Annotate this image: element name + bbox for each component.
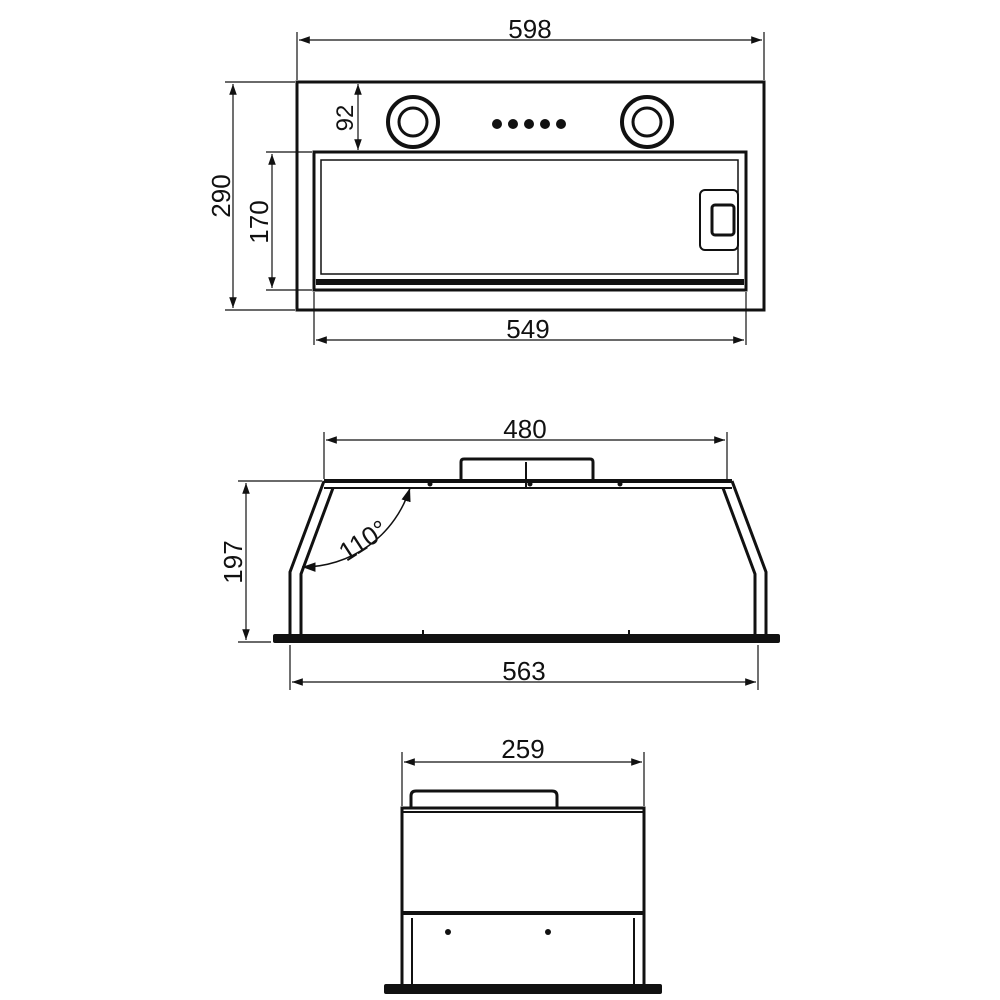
left-side-panel bbox=[288, 480, 335, 637]
dimension-label-598: 598 bbox=[508, 14, 551, 44]
end-body-outline bbox=[400, 806, 646, 990]
dimension-label-563: 563 bbox=[502, 656, 545, 686]
dimension-label-549: 549 bbox=[506, 314, 549, 344]
dimension-label-290: 290 bbox=[206, 174, 236, 217]
dimension-depth: 259 bbox=[401, 734, 645, 806]
dimension-bottom-width: 563 bbox=[289, 645, 759, 690]
dimension-top-width: 480 bbox=[323, 414, 728, 479]
end-duct-outlet bbox=[409, 789, 559, 808]
control-button bbox=[508, 119, 518, 129]
dimension-top-offset: 92 bbox=[332, 84, 362, 150]
right-side-panel bbox=[721, 480, 768, 637]
end-view: 259 bbox=[384, 734, 662, 994]
side-view: 480 197 110° 563 bbox=[218, 414, 780, 690]
control-button bbox=[492, 119, 502, 129]
filter-panel-outer bbox=[312, 150, 748, 292]
control-button bbox=[540, 119, 550, 129]
end-base-plate bbox=[384, 984, 662, 994]
dimension-filter-height: 170 bbox=[244, 151, 312, 291]
dimension-label-197: 197 bbox=[218, 540, 248, 583]
dimension-overall-height: 290 bbox=[206, 81, 295, 311]
dimension-overall-width: 598 bbox=[296, 14, 765, 80]
control-button bbox=[556, 119, 566, 129]
angle-label: 110° bbox=[333, 514, 393, 567]
dimension-label-170: 170 bbox=[244, 200, 274, 243]
filter-panel-inner bbox=[320, 159, 739, 275]
filter-handle-grip bbox=[710, 203, 736, 237]
left-lamp-icon bbox=[386, 95, 440, 149]
control-buttons bbox=[492, 119, 566, 129]
duct-outlet bbox=[459, 457, 595, 481]
dimension-height: 197 bbox=[218, 480, 322, 643]
control-button bbox=[524, 119, 534, 129]
dimension-label-259: 259 bbox=[501, 734, 544, 764]
dimension-label-480: 480 bbox=[503, 414, 546, 444]
dimension-filter-width: 549 bbox=[313, 292, 747, 345]
right-lamp-icon bbox=[620, 95, 674, 149]
front-view: 598 290 170 92 549 bbox=[206, 14, 766, 345]
dimension-label-92: 92 bbox=[332, 105, 359, 132]
base-plate bbox=[273, 634, 780, 643]
filter-handle bbox=[699, 189, 739, 251]
hood-front-outline bbox=[295, 80, 766, 312]
